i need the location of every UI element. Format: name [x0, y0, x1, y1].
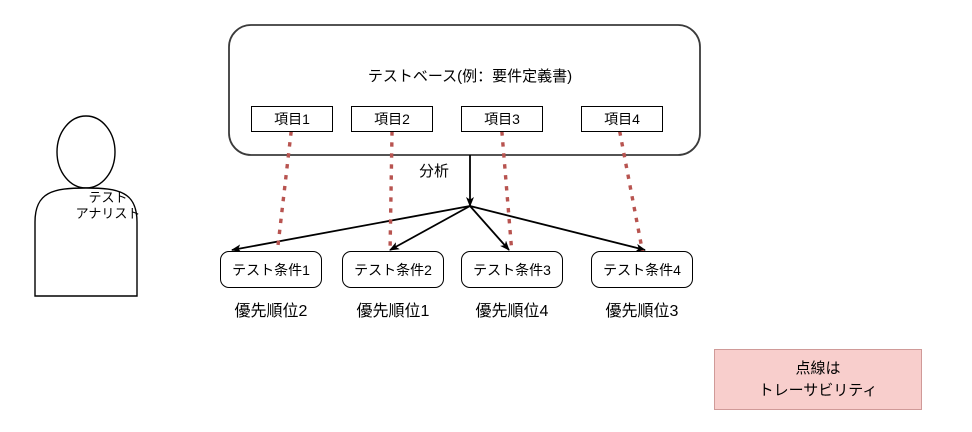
item-box-3[interactable]: 項目3 — [461, 106, 543, 132]
test-condition-box-1[interactable]: テスト条件1 — [220, 251, 322, 288]
traceability-dotted-4 — [618, 131, 645, 256]
traceability-dotted-1 — [275, 131, 293, 256]
legend-line2: トレーサビリティ — [758, 381, 878, 399]
priority-label-2: 優先順位1 — [356, 303, 430, 320]
actor-body-icon — [34, 187, 138, 297]
test-analyst-figure — [34, 115, 138, 297]
testbase-container — [228, 24, 701, 156]
item-box-4[interactable]: 項目4 — [581, 106, 663, 132]
test-analyst-label: テスト アナリスト — [48, 190, 168, 222]
test-analyst-label-line1: テスト — [88, 190, 128, 205]
traceability-legend-box: 点線は トレーサビリティ — [714, 349, 922, 410]
fan-arrow-to-condition-3 — [469, 205, 510, 251]
item-box-2[interactable]: 項目2 — [351, 106, 433, 132]
analysis-label: 分析 — [418, 163, 449, 180]
test-condition-box-3[interactable]: テスト条件3 — [461, 251, 563, 288]
fan-arrow-to-condition-4 — [469, 205, 646, 252]
item-box-1[interactable]: 項目1 — [251, 106, 333, 132]
legend-line1: 点線は — [795, 359, 841, 377]
test-condition-box-4[interactable]: テスト条件4 — [591, 251, 693, 288]
fan-arrow-to-condition-2 — [389, 205, 471, 251]
fan-arrow-to-condition-1 — [231, 205, 471, 253]
testbase-title: テストベース(例：要件定義書) — [367, 68, 573, 85]
traceability-dotted-3 — [500, 131, 514, 256]
test-analyst-label-line2: アナリスト — [75, 206, 141, 221]
priority-label-4: 優先順位3 — [605, 303, 679, 320]
priority-label-3: 優先順位4 — [475, 303, 549, 320]
actor-head-icon — [56, 115, 116, 189]
test-condition-box-2[interactable]: テスト条件2 — [342, 251, 444, 288]
priority-label-1: 優先順位2 — [234, 303, 308, 320]
traceability-dotted-2 — [388, 131, 394, 256]
